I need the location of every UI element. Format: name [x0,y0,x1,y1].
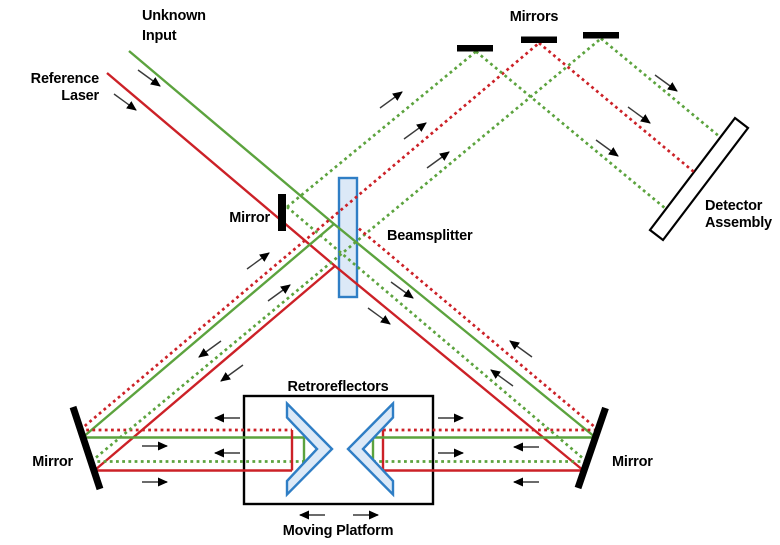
arrow-icon [627,106,651,124]
arrow-icon [246,252,270,270]
moving-platform-label: Moving Platform [283,523,394,539]
beamsplitter-label: Beamsplitter [387,228,473,244]
arrow-icon [426,151,450,169]
bottom-left-mirror-label: Mirror [32,454,73,470]
detector-assembly-label-line1: Detector [705,198,763,214]
arrow-icon [390,281,414,299]
mirrors-label: Mirrors [510,9,559,25]
left-retroreflector [285,400,334,498]
arrow-icon [490,369,514,387]
mirror1-to-detector [475,50,667,211]
top-mirror-1 [457,45,493,52]
center-mirror-label: Mirror [229,210,270,226]
arrow-icon [267,284,291,302]
arrow-icon [403,122,427,140]
unknown-input-label-line1: Unknown [142,8,206,24]
top-mirror-2 [521,36,557,43]
arrow-icon [379,91,403,109]
retroreflector-box [242,394,435,506]
reference-laser-label-line2: Laser [61,88,99,104]
beam-direction-arrows [113,69,678,520]
bottom-right-mirror [574,406,609,490]
detector-assembly-label-line2: Assembly [705,215,772,231]
retroreflectors-label: Retroreflectors [288,379,389,395]
detector-assembly [648,116,750,242]
top-mirror-3 [583,32,619,39]
bottom-right-mirror-label: Mirror [612,454,653,470]
left-green-return-to-mirror3 [90,37,602,463]
arrow-icon [113,93,137,111]
right-retroreflector [346,400,395,498]
mirror2-to-detector [538,41,695,174]
left-red-return-to-mirror2 [79,41,540,432]
beamsplitter [337,176,359,299]
unknown-left-arm-beam [81,223,335,439]
bottom-left-mirror [69,405,104,491]
arrow-icon [198,340,222,358]
mirror3-to-detector [600,37,721,139]
arrow-icon [595,139,619,157]
arrow-icon [654,74,678,92]
unknown-input-label-line2: Input [142,28,177,44]
arrow-icon [509,340,533,358]
arrow-icon [220,364,244,382]
fold-mirror-to-mirror1 [286,50,477,209]
right-red-return-to-beamsplitter [356,225,600,432]
arrow-icon [137,69,161,87]
arrow-icon [367,307,391,325]
center-fold-mirror [278,194,286,231]
reference-laser-label-line1: Reference [31,71,99,87]
